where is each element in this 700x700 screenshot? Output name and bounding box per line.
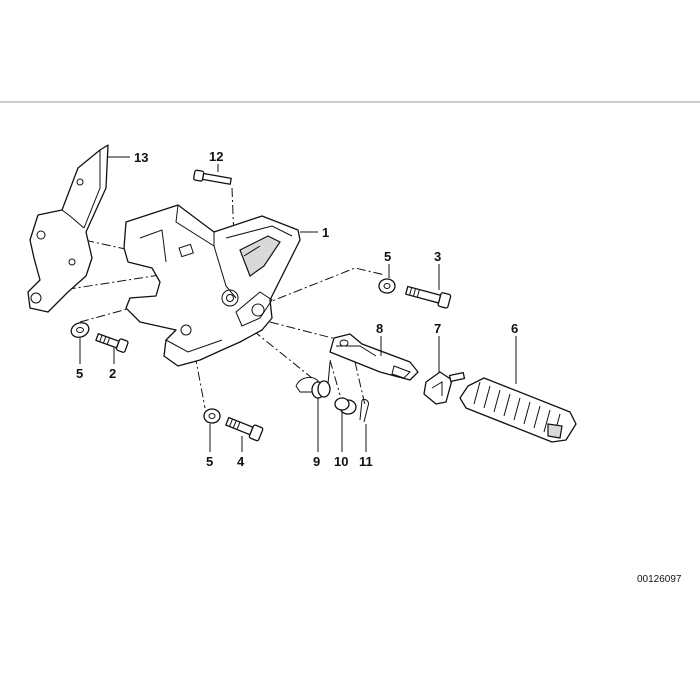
callout-1: 1 xyxy=(322,225,329,240)
callout-3: 3 xyxy=(434,249,441,264)
callout-6: 6 xyxy=(511,321,518,336)
washer-part5-right xyxy=(378,278,396,294)
callout-4: 4 xyxy=(237,454,245,469)
callout-9: 9 xyxy=(313,454,320,469)
callout-5-left: 5 xyxy=(76,366,83,381)
footrest-carrier-part1 xyxy=(123,204,301,367)
split-pin-part11 xyxy=(359,399,369,423)
bracket-plate-part13 xyxy=(27,144,109,313)
callout-2: 2 xyxy=(109,366,116,381)
bolt-part2 xyxy=(95,333,129,353)
callout-7: 7 xyxy=(434,321,441,336)
callout-11: 11 xyxy=(359,454,373,469)
rubber-peg-part6 xyxy=(459,377,577,443)
callout-5-bottom: 5 xyxy=(206,454,213,469)
pin-part10 xyxy=(334,397,357,415)
washer-part5-bottom xyxy=(203,408,221,424)
callout-10: 10 xyxy=(334,454,348,469)
bolt-part4 xyxy=(225,416,264,442)
footrest-arm-part8 xyxy=(329,333,419,381)
spring-part9 xyxy=(295,361,331,399)
mount-plate-part7 xyxy=(423,371,466,405)
bolt-part12 xyxy=(193,169,232,185)
callout-13: 13 xyxy=(134,150,148,165)
callout-5-right: 5 xyxy=(384,249,391,264)
document-number: 00126097 xyxy=(637,574,682,585)
leader-lines xyxy=(79,156,517,452)
washer-part5-left xyxy=(70,322,90,338)
bolt-part3 xyxy=(405,285,452,309)
callout-8: 8 xyxy=(376,321,383,336)
callout-12: 12 xyxy=(209,149,223,164)
